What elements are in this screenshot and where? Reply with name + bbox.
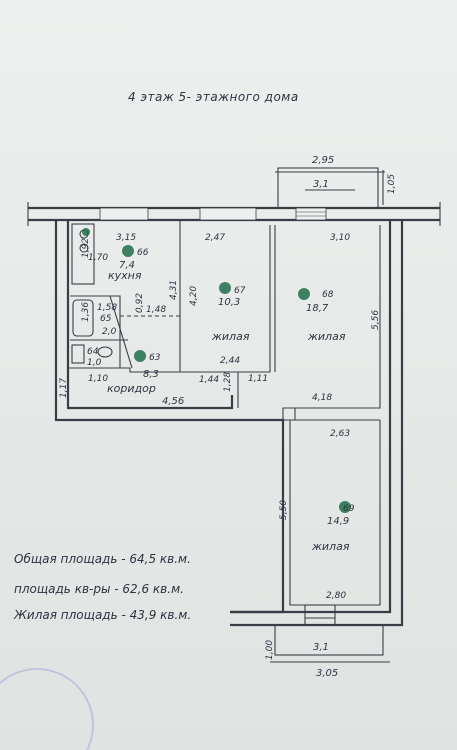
left-wall (66, 220, 234, 410)
room-markers (82, 228, 351, 513)
wc-area: 1,0 (87, 358, 102, 368)
living1-walls (179, 220, 271, 373)
wc-mark: 64 (87, 347, 99, 357)
dim-kitchen-small-2: 1,70 (88, 253, 108, 263)
dim-balcony-top-width: 2,95 (312, 155, 334, 166)
dim-living2-h: 5,56 (371, 310, 381, 330)
living3-label: жилая (311, 540, 350, 553)
dim-bath-20: 2,0 (102, 327, 117, 337)
living1-area: 10,3 (218, 297, 240, 308)
stove-fixture (71, 223, 95, 285)
dim-living1-h: 4,20 (189, 286, 199, 306)
balcony-bottom (274, 624, 384, 656)
dim-corr-128: 1,28 (223, 372, 233, 392)
bath-mark: 65 (100, 314, 112, 324)
dim-kitchen-h: 4,31 (169, 280, 179, 300)
living2-right-wall (282, 225, 381, 420)
dim-balcony-bottom-width: 3,05 (316, 668, 338, 679)
corridor-top-wall (68, 367, 180, 373)
kitchen-mark: 66 (137, 248, 149, 258)
bath-area: 1,58 (97, 303, 117, 313)
dim-living1-bottom: 2,44 (220, 356, 240, 366)
dim-hall-148: 1,48 (146, 305, 166, 315)
dim-living3-top: 2,63 (330, 429, 350, 439)
wc-box (71, 344, 85, 364)
dim-living2-bottom: 4,18 (312, 393, 332, 403)
living1-mark: 67 (234, 286, 246, 296)
living2-area: 18,7 (306, 303, 329, 314)
dim-hall-092: 0,92 (135, 293, 145, 313)
corridor-label: коридор (107, 382, 156, 395)
dim-living3-h: 5,50 (279, 500, 289, 520)
bathtub-fixture (72, 299, 94, 337)
kitchen-area: 7,4 (119, 260, 135, 271)
dim-corr-117: 1,17 (59, 378, 69, 398)
dim-balcony-top-inner: 3,1 (313, 179, 329, 190)
dim-corr-144: 1,44 (199, 375, 219, 385)
living1-label: жилая (211, 330, 250, 343)
living3-walls (289, 420, 381, 606)
right-wall (230, 220, 392, 614)
corridor-area: 8,3 (143, 369, 159, 380)
dim-corr-110: 1,10 (88, 374, 108, 384)
hall-diagonal (109, 295, 133, 369)
stove-burner (79, 243, 89, 253)
dim-living2-w: 3,10 (330, 233, 350, 243)
right-outer-wall (230, 220, 404, 627)
dim-kitchen-small-1: 1,92 (81, 238, 91, 258)
dim-living1-w: 2,47 (205, 233, 225, 243)
living2-mark: 68 (322, 290, 334, 300)
dim-balcony-bottom-inner: 3,1 (313, 642, 329, 653)
dim-balcony-top-depth: 1,05 (387, 174, 397, 194)
corridor-mark: 63 (149, 353, 161, 363)
living3-top-wall (283, 408, 380, 421)
dim-corr-111: 1,11 (248, 374, 268, 384)
living3-mark: 69 (343, 504, 355, 514)
bath-wall (70, 295, 121, 368)
living2-label: жилая (307, 330, 346, 343)
summary-apartment: площадь кв-ры - 62,6 кв.м. (14, 582, 184, 596)
dim-kitchen-w: 3,15 (116, 233, 136, 243)
kitchen-label: кухня (108, 269, 142, 282)
balcony-bottom-window (304, 604, 336, 626)
dim-living3-bottom: 2,80 (326, 591, 346, 601)
bath-dim: 1,36 (81, 302, 91, 322)
living3-area: 14,9 (327, 516, 349, 527)
windows-top (99, 207, 327, 221)
summary-total: Общая площадь - 64,5 кв.м. (14, 552, 191, 566)
summary-living: Жилая площадь - 43,9 кв.м. (14, 608, 192, 622)
toilet-fixture (97, 346, 113, 358)
floor-header: 4 этаж 5- этажного дома (128, 90, 299, 104)
dim-corridor-len: 4,56 (162, 396, 184, 407)
dim-balcony-bottom-depth: 1,00 (265, 640, 275, 660)
